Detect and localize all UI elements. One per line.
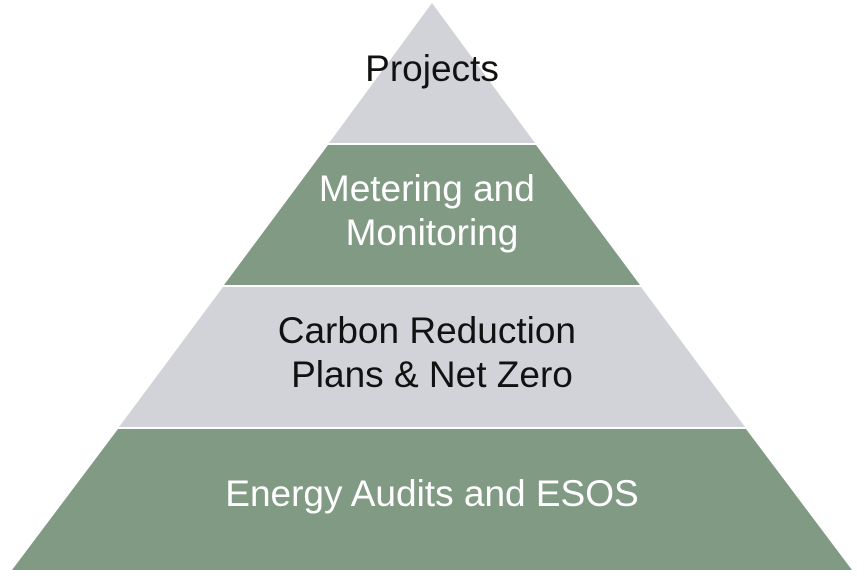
- tier-label: Metering and Monitoring: [319, 168, 545, 253]
- tier-shape: [12, 429, 852, 570]
- tier-shape: [119, 287, 745, 427]
- pyramid-tier-energy-audits: Energy Audits and ESOS: [12, 429, 852, 570]
- pyramid-tier-carbon-reduction: Carbon Reduction Plans & Net Zero: [119, 287, 745, 427]
- tier-shape: [329, 3, 535, 143]
- tier-label: Carbon Reduction Plans & Net Zero: [278, 310, 587, 395]
- tier-shape: [224, 145, 640, 285]
- pyramid-tier-projects: Projects: [329, 3, 535, 143]
- tier-label: Energy Audits and ESOS: [225, 473, 638, 514]
- pyramid-tier-metering-monitoring: Metering and Monitoring: [224, 145, 640, 285]
- tier-label: Projects: [365, 48, 499, 89]
